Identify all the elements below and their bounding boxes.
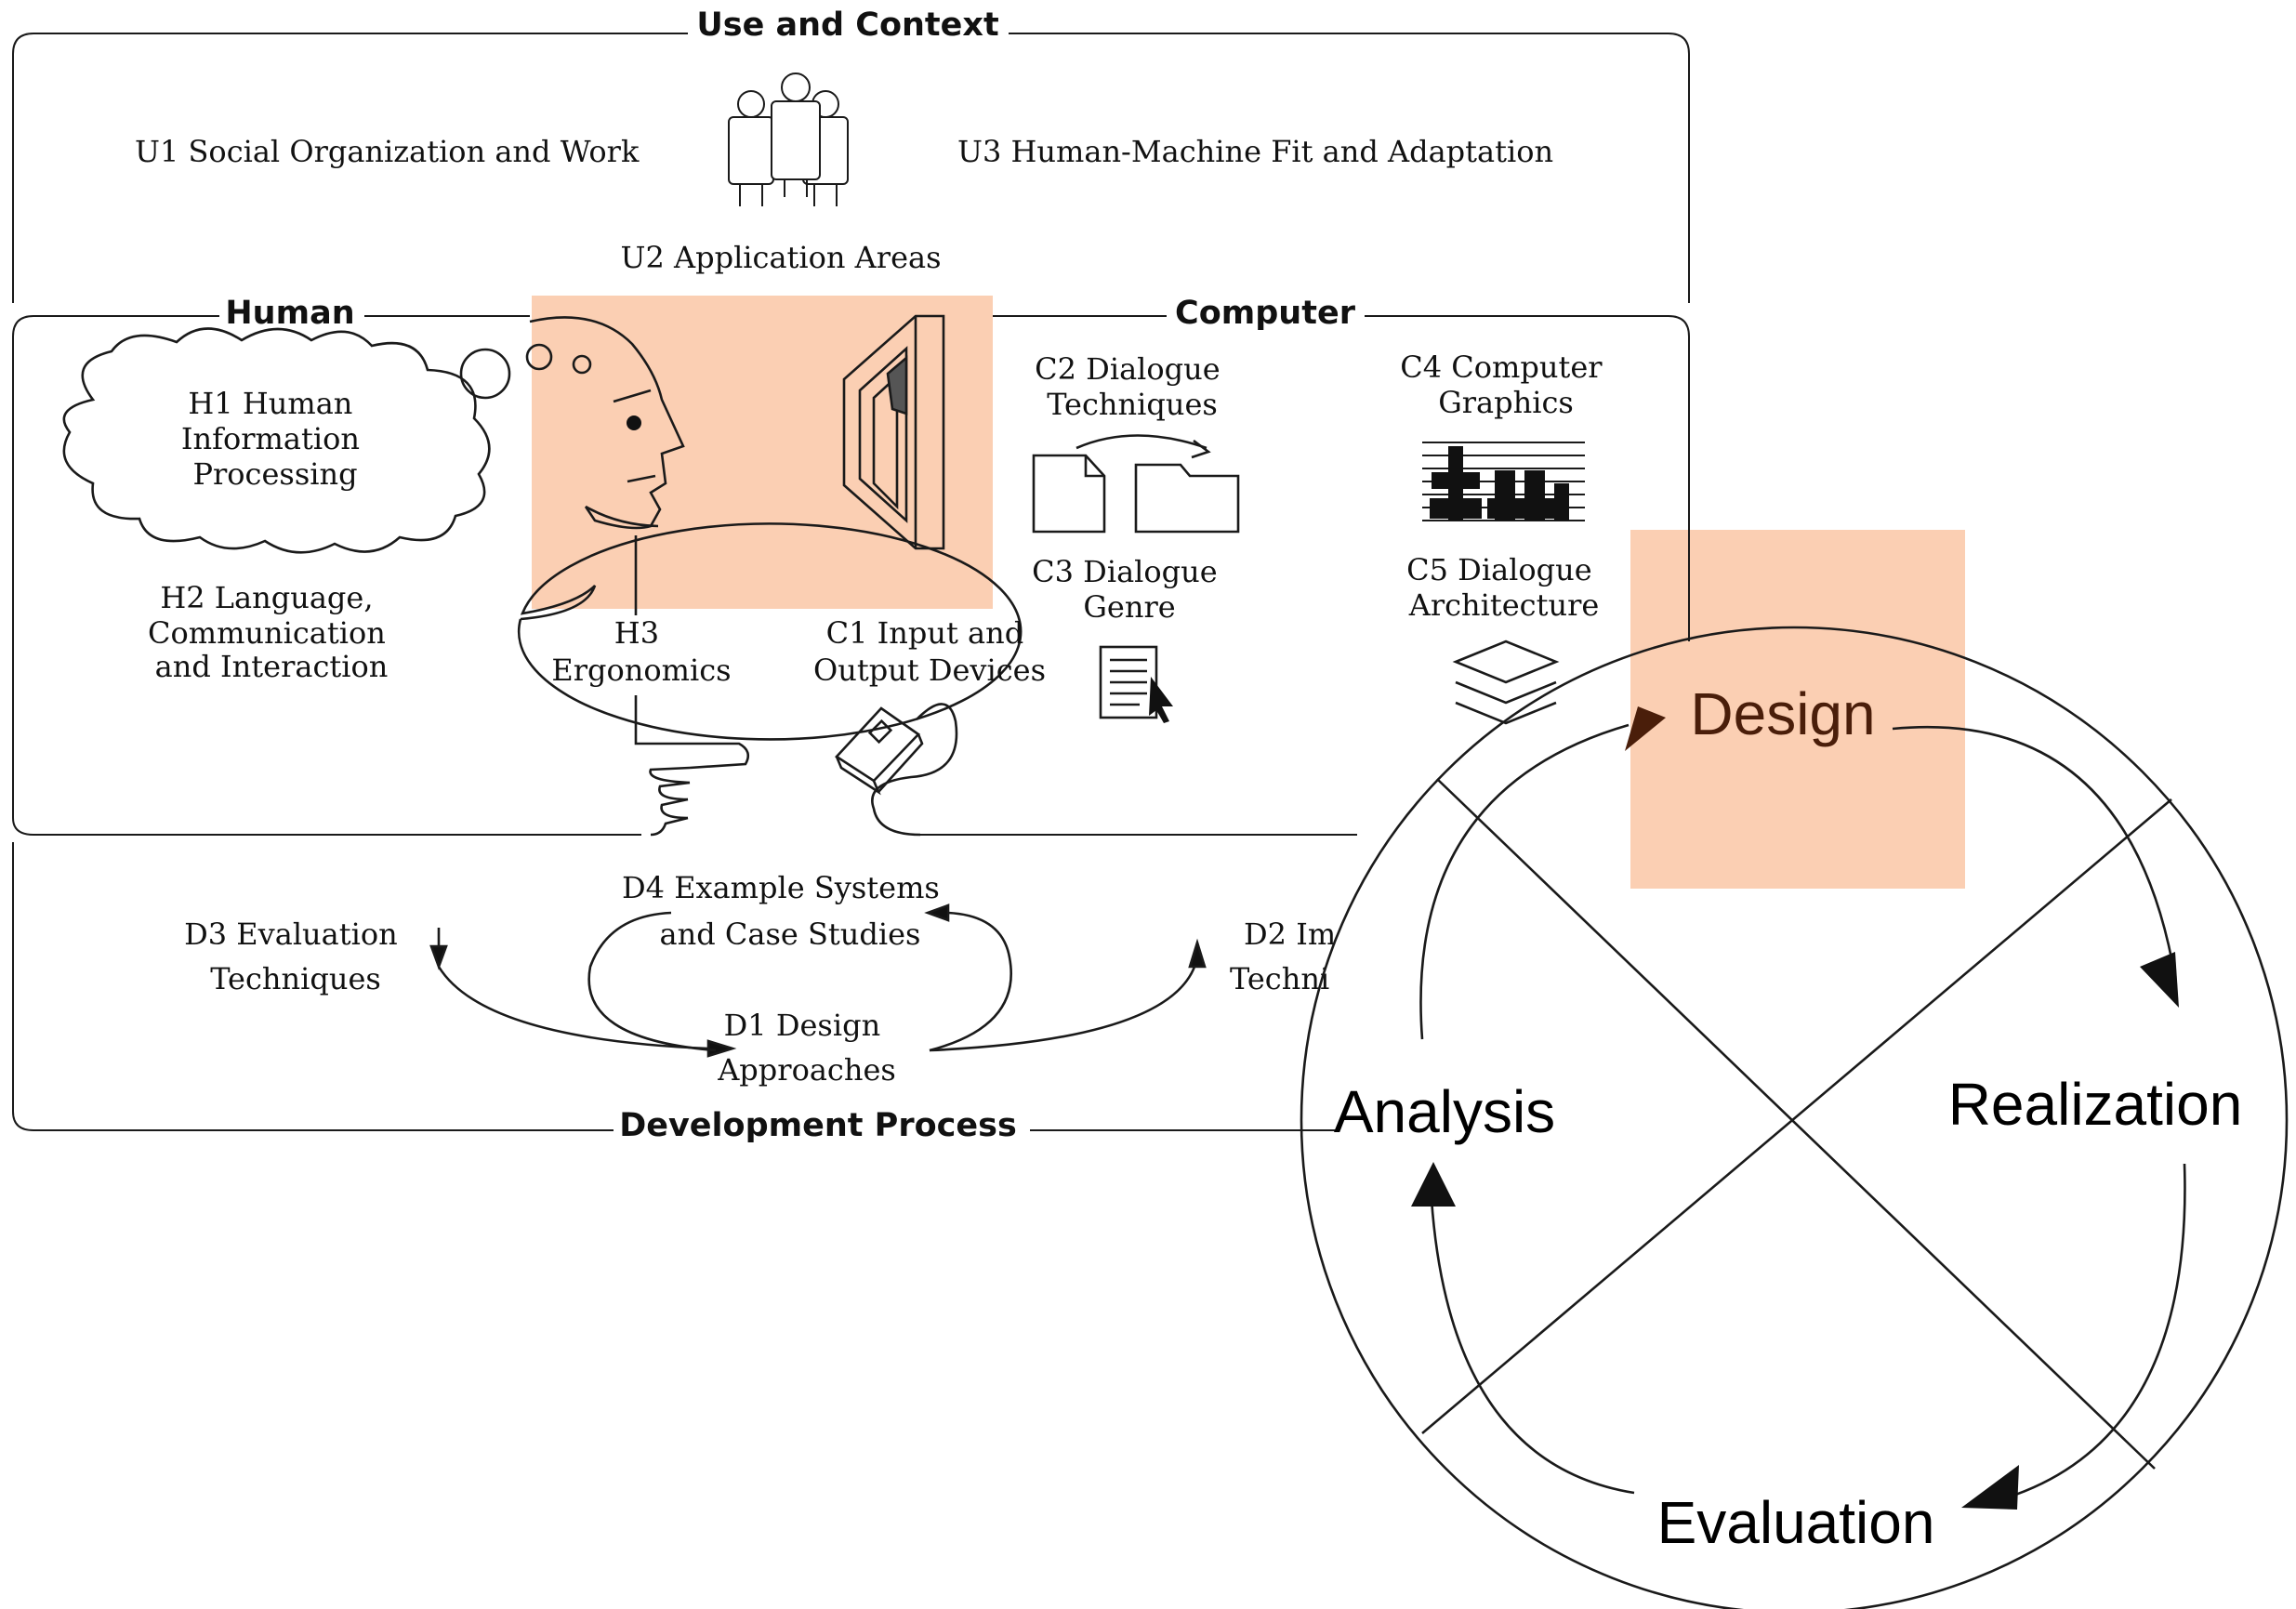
people-icon (728, 73, 849, 206)
section-human: Human (225, 295, 354, 332)
head-profile-icon (529, 316, 685, 530)
d2-label: D2 Im Techni (1230, 917, 1345, 996)
mouse-icon (834, 703, 958, 837)
document-icon (1032, 454, 1106, 534)
u2-label: U2 Application Areas (620, 240, 941, 275)
thought-cloud-icon (62, 327, 491, 554)
thought-bubble-small (572, 354, 592, 375)
thought-bubble-medium (525, 343, 553, 371)
human-computer-frame (12, 315, 1690, 836)
development-arrows (429, 903, 1207, 1058)
text-page-cursor-icon (1099, 645, 1173, 723)
design-cycle: Design Realization Evaluation Analysis (1300, 626, 2289, 1609)
arrowhead-realization (2140, 952, 2179, 1008)
c5-label: C5 Dialogue Architecture (1406, 552, 1602, 623)
d3-label: D3 Evaluation Techniques (184, 917, 407, 996)
h3-label: H3 Ergonomics (551, 615, 731, 688)
d1-label: D1 Design Approaches (717, 1008, 896, 1088)
cycle-diagonal-1 (1436, 778, 2156, 1470)
phase-realization: Realization (1948, 1071, 2243, 1138)
phase-evaluation: Evaluation (1657, 1489, 1935, 1556)
monitor-icon (842, 314, 945, 550)
arrow-realization-to-evaluation (1998, 1163, 2186, 1502)
use-context-frame (12, 33, 1690, 303)
arrowhead-analysis (1411, 1162, 1456, 1207)
graphics-bars-icon (1422, 442, 1585, 521)
c1-label: C1 Input and Output Devices (813, 615, 1046, 688)
u3-label: U3 Human-Machine Fit and Adaptation (957, 134, 1553, 169)
section-use-and-context: Use and Context (696, 7, 998, 44)
highlight-h3-c1 (532, 296, 993, 609)
arrow-analysis-to-design (1419, 723, 1630, 1040)
section-development-process: Development Process (619, 1107, 1017, 1144)
development-frame (12, 842, 1339, 1131)
d4-label: D4 Example Systems and Case Studies (622, 870, 949, 952)
c4-label: C4 Computer Graphics (1400, 349, 1611, 420)
u1-label: U1 Social Organization and Work (135, 134, 640, 169)
phase-design: Design (1690, 680, 1875, 747)
arrow-design-to-realization (1892, 725, 2177, 979)
section-computer: Computer (1175, 295, 1356, 332)
c3-label: C3 Dialogue Genre (1032, 554, 1227, 625)
phase-analysis: Analysis (1334, 1078, 1555, 1145)
cycle-diagonal-2 (1421, 798, 2172, 1434)
arrowhead-design (1625, 706, 1666, 751)
arrowhead-evaluation (1961, 1465, 2019, 1510)
pointing-hand-icon (634, 695, 750, 837)
h1-label: H1 Human Information Processing (181, 386, 369, 492)
thought-bubble-large (459, 348, 511, 400)
c2-arrowhead (1191, 439, 1211, 459)
speech-bubble-icon (517, 522, 1023, 741)
c2-curve-arrow (1075, 434, 1207, 450)
layers-icon (1452, 640, 1560, 725)
folder-icon (1134, 463, 1240, 534)
highlight-design (1630, 530, 1965, 889)
arrow-evaluation-to-analysis (1430, 1198, 1635, 1495)
c2-label: C2 Dialogue Techniques (1035, 351, 1230, 422)
cycle-outer-circle (1300, 626, 2289, 1609)
h2-label: H2 Language, Communication and Interacti… (148, 580, 395, 684)
